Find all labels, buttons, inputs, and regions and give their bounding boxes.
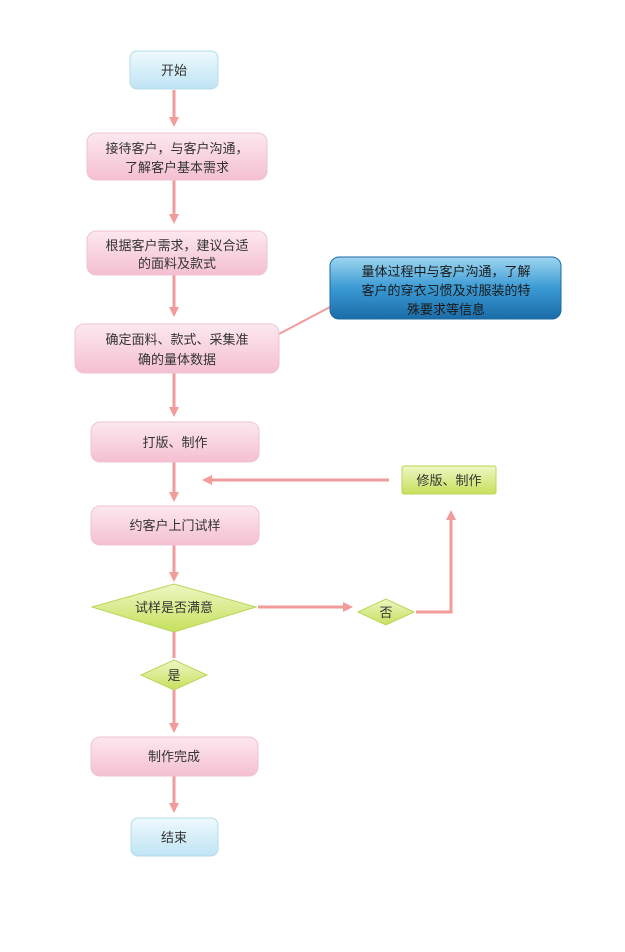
step3-line2: 确的量体数据	[138, 352, 216, 368]
step2-line1: 根据客户需求，建议合适	[105, 238, 248, 254]
step5-node: 约客户上门试样	[90, 505, 260, 546]
arrow-no-to-revise	[416, 510, 456, 614]
decision-node: 试样是否满意	[90, 583, 258, 633]
step1-line1: 接待客户，与客户沟通，	[105, 141, 248, 157]
end-node: 结束	[130, 817, 219, 857]
end-label: 结束	[161, 831, 187, 846]
connectors	[169, 90, 456, 813]
step3-line1: 确定面料、款式、采集准	[105, 332, 248, 348]
step1-node: 接待客户，与客户沟通， 了解客户基本需求	[86, 132, 268, 181]
yes-node: 是	[139, 659, 209, 691]
step2-node: 根据客户需求，建议合适 的面料及款式	[86, 230, 268, 276]
note-line1: 量体过程中与客户沟通，了解	[361, 264, 530, 280]
yes-label: 是	[167, 669, 180, 684]
note-line2: 客户的穿衣习惯及对服装的特	[361, 283, 530, 299]
no-label: 否	[379, 606, 392, 621]
step4-label: 打版、制作	[142, 436, 207, 451]
note-line3: 殊要求等信息	[407, 302, 485, 318]
revise-label: 修版、制作	[416, 474, 481, 489]
start-label: 开始	[161, 64, 187, 79]
step4-node: 打版、制作	[90, 421, 260, 463]
decision-label: 试样是否满意	[135, 600, 213, 616]
step5-label: 约客户上门试样	[129, 518, 220, 534]
no-node: 否	[356, 598, 416, 626]
step1-line2: 了解客户基本需求	[125, 160, 229, 176]
note-callout: 量体过程中与客户沟通，了解 客户的穿衣习惯及对服装的特 殊要求等信息	[329, 256, 562, 320]
step2-line2: 的面料及款式	[138, 256, 216, 272]
revise-node: 修版、制作	[401, 465, 497, 495]
note-connector-line	[278, 306, 331, 335]
step6-label: 制作完成	[148, 750, 200, 765]
step3-node: 确定面料、款式、采集准 确的量体数据	[74, 323, 280, 374]
step6-node: 制作完成	[90, 736, 259, 777]
start-node: 开始	[129, 50, 219, 90]
